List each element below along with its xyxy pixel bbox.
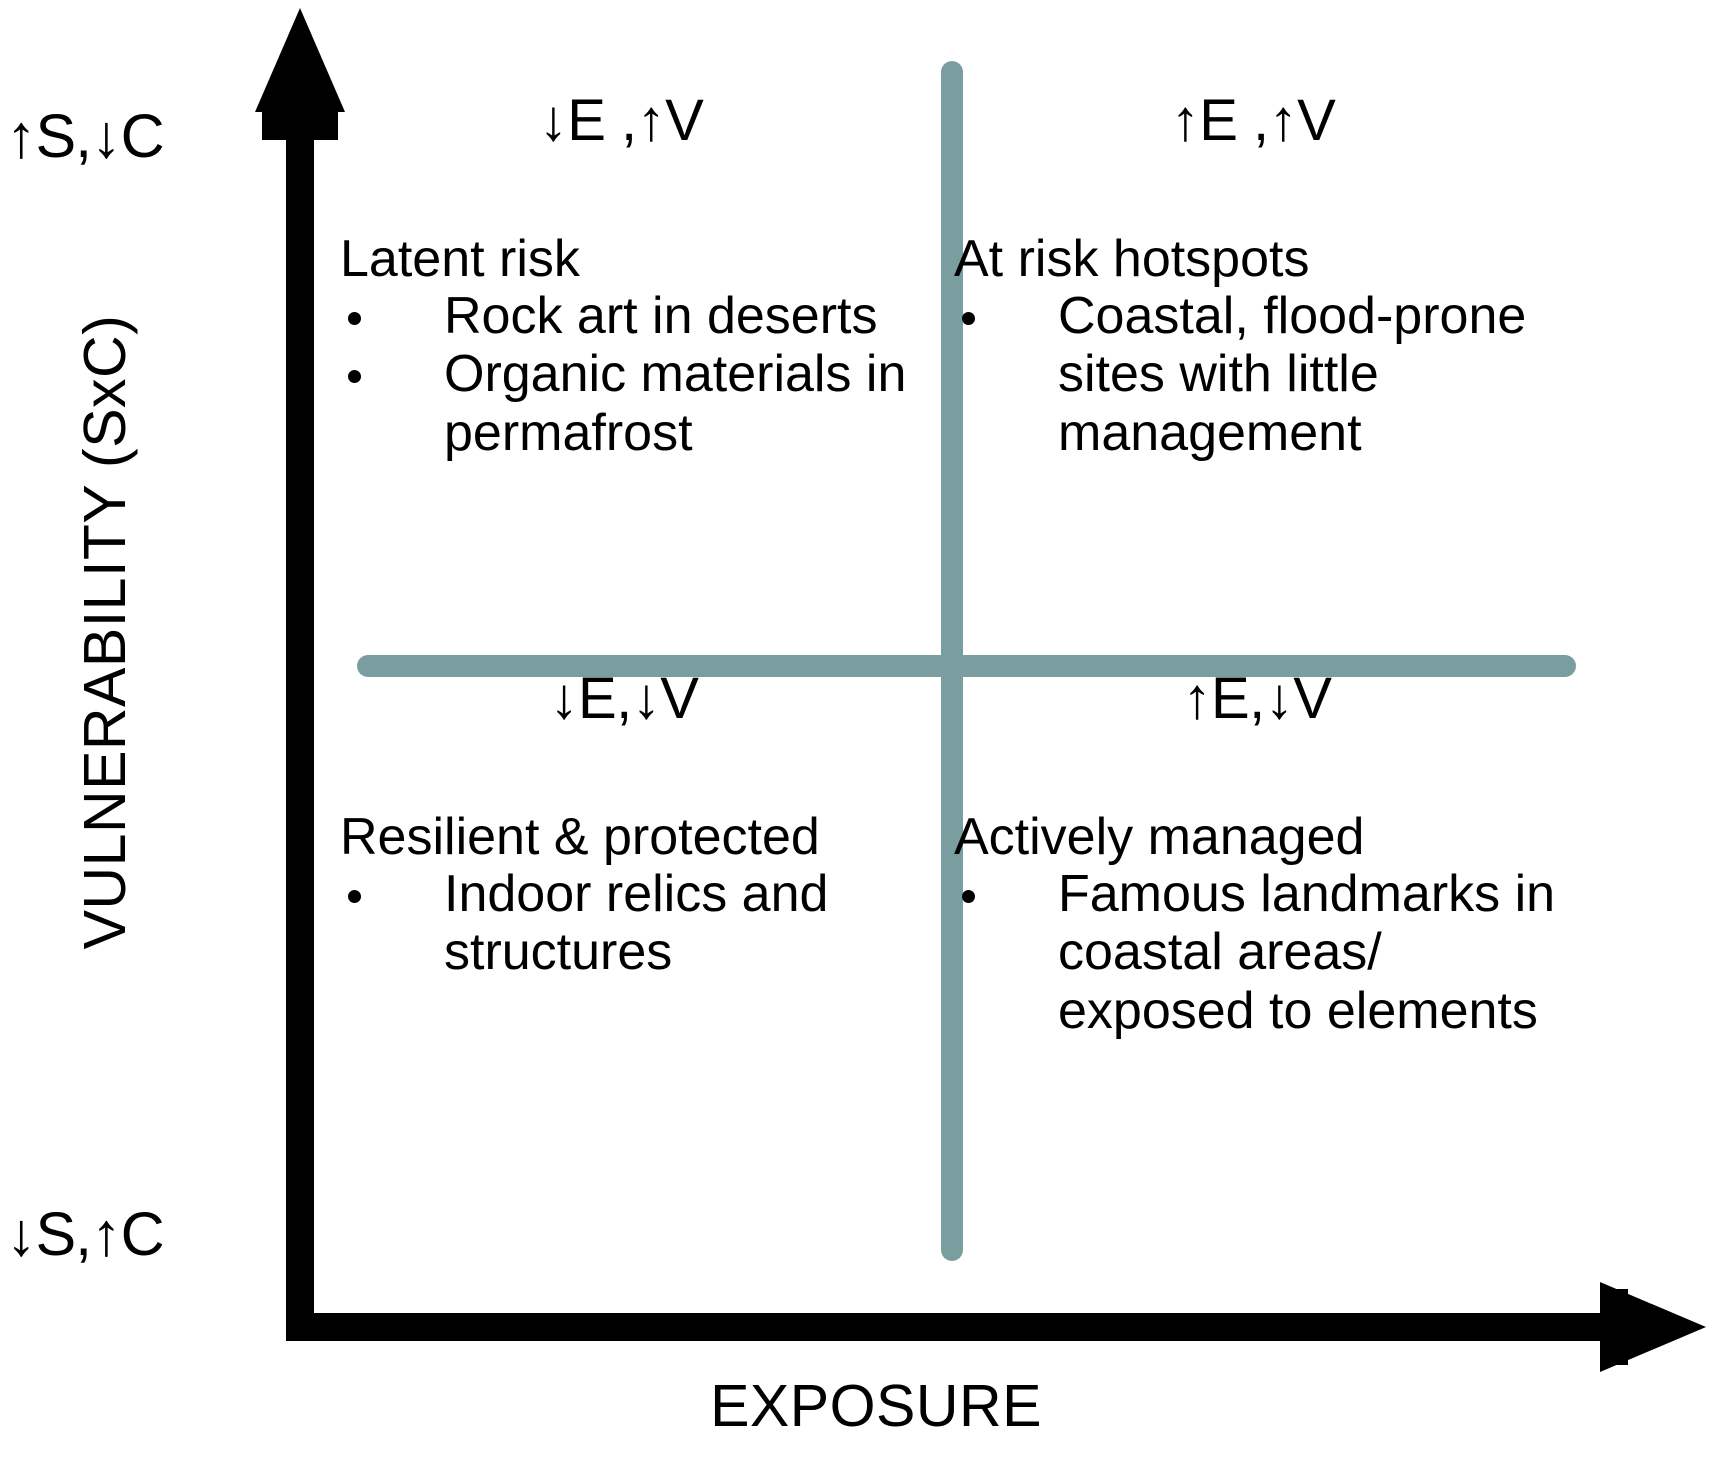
quadrant-top-left-title: Latent risk xyxy=(340,230,580,288)
list-item: Indoor relics and structures xyxy=(340,865,936,981)
quadrant-bottom-left: ↓E,↓V Resilient & protected Indoor relic… xyxy=(336,650,936,982)
quadrant-bottom-right-header: ↑E,↓V xyxy=(1182,666,1333,731)
bullet-dot-icon xyxy=(962,312,975,326)
y-axis-top-level-label: ↑S,↓C xyxy=(6,102,165,170)
bullet-dot-icon xyxy=(962,890,975,904)
quadrant-bottom-left-bullet-list: Indoor relics and structures xyxy=(340,865,936,981)
quadrant-top-right-bullet-list: Coastal, flood-prone sites with little m… xyxy=(954,287,1572,462)
quadrant-top-left-body: Latent risk Rock art in deserts Organic … xyxy=(340,230,936,462)
quadrant-bottom-right-title: Actively managed xyxy=(954,808,1365,866)
bullet-dot-icon xyxy=(348,312,361,326)
list-item: Coastal, flood-prone sites with little m… xyxy=(954,287,1572,462)
y-axis-title: VULNERABILITY (SxC) xyxy=(72,314,138,950)
quadrant-top-left-bullet-list: Rock art in deserts Organic materials in… xyxy=(340,287,936,462)
quadrant-bottom-left-title: Resilient & protected xyxy=(340,808,820,866)
quadrant-top-right-title: At risk hotspots xyxy=(954,230,1310,288)
quadrant-top-right: ↑E ,↑V At risk hotspots Coastal, flood-p… xyxy=(952,92,1572,462)
quadrant-top-right-body: At risk hotspots Coastal, flood-prone si… xyxy=(954,230,1572,462)
list-item-label: Coastal, flood-prone sites with little m… xyxy=(1058,287,1527,462)
quadrant-top-right-header: ↑E ,↑V xyxy=(1170,88,1336,153)
bullet-dot-icon xyxy=(348,370,361,384)
list-item-label: Famous landmarks in coastal areas/ expos… xyxy=(1058,865,1556,1040)
list-item: Organic materials in permafrost xyxy=(340,345,936,462)
list-item-label: Indoor relics and structures xyxy=(444,865,829,982)
y-axis-bottom-level-label: ↓S,↑C xyxy=(6,1200,165,1268)
list-item: Famous landmarks in coastal areas/ expos… xyxy=(954,865,1572,1040)
bullet-dot-icon xyxy=(348,890,361,904)
quadrant-bottom-right-bullet-list: Famous landmarks in coastal areas/ expos… xyxy=(954,865,1572,1040)
list-item-label: Rock art in deserts xyxy=(444,287,878,346)
list-item-label: Organic materials in permafrost xyxy=(444,345,907,462)
quadrant-bottom-right: ↑E,↓V Actively managed Famous landmarks … xyxy=(952,650,1572,1040)
quadrant-top-left: ↓E ,↑V Latent risk Rock art in deserts O… xyxy=(336,92,936,462)
x-axis-arrow xyxy=(286,1282,1706,1372)
quadrant-bottom-left-body: Resilient & protected Indoor relics and … xyxy=(340,808,936,982)
quadrant-top-left-header: ↓E ,↑V xyxy=(538,88,704,153)
quadrant-bottom-left-header: ↓E,↓V xyxy=(549,666,700,731)
list-item: Rock art in deserts xyxy=(340,287,936,345)
x-axis-title: EXPOSURE xyxy=(710,1373,1042,1439)
quadrant-bottom-right-body: Actively managed Famous landmarks in coa… xyxy=(954,808,1572,1040)
